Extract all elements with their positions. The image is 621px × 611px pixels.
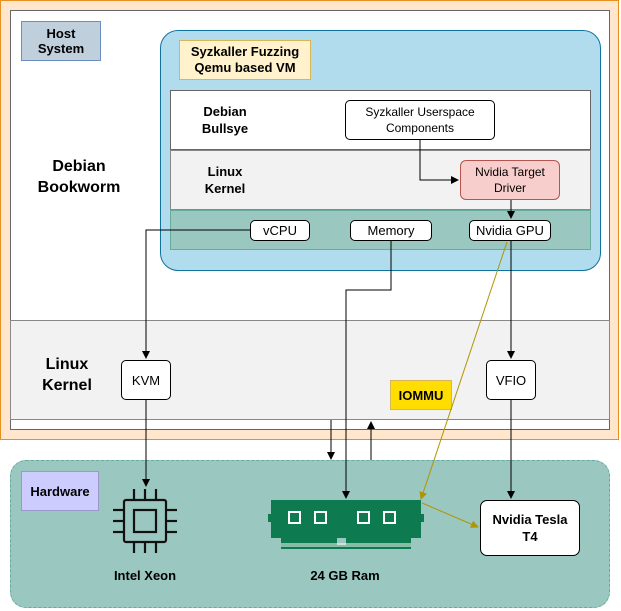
nvidia-gpu-box: Nvidia GPU xyxy=(469,220,551,241)
nvidia-tesla-t4-box: Nvidia Tesla T4 xyxy=(480,500,580,556)
host-system-label: Host System xyxy=(21,21,101,61)
nvidia-target-driver-box: Nvidia Target Driver xyxy=(460,160,560,200)
memory-box: Memory xyxy=(350,220,432,241)
nvidia-target-driver-text: Nvidia Target Driver xyxy=(475,165,545,195)
host-system-label-text: Host System xyxy=(37,26,85,56)
hardware-label: Hardware xyxy=(21,471,99,511)
host-kernel-label-text: Linux Kernel xyxy=(42,356,92,394)
syzkaller-userspace-box: Syzkaller Userspace Components xyxy=(345,100,495,140)
host-os-label: Debian Bookworm xyxy=(14,152,144,202)
vcpu-text: vCPU xyxy=(263,223,297,238)
vm-os-label-text: Debian Bullsye xyxy=(201,104,249,136)
kvm-box: KVM xyxy=(121,360,171,400)
nvidia-gpu-text: Nvidia GPU xyxy=(476,223,544,238)
vfio-box: VFIO xyxy=(486,360,536,400)
vm-label: Syzkaller Fuzzing Qemu based VM xyxy=(179,40,311,80)
syzkaller-userspace-text: Syzkaller Userspace Components xyxy=(365,105,475,135)
vfio-text: VFIO xyxy=(495,372,527,388)
iommu-text: IOMMU xyxy=(398,387,444,403)
iommu-box: IOMMU xyxy=(390,380,452,410)
vm-kernel-label: Linux Kernel xyxy=(185,162,265,198)
vm-label-text: Syzkaller Fuzzing Qemu based VM xyxy=(190,44,300,75)
vcpu-box: vCPU xyxy=(250,220,310,241)
host-kernel-label: Linux Kernel xyxy=(22,350,112,400)
cpu-caption: Intel Xeon xyxy=(95,565,195,585)
ram-caption: 24 GB Ram xyxy=(285,565,405,585)
host-os-label-text: Debian Bookworm xyxy=(37,158,121,196)
nvidia-tesla-t4-text: Nvidia Tesla T4 xyxy=(492,512,568,544)
kvm-text: KVM xyxy=(131,372,161,388)
memory-text: Memory xyxy=(367,223,415,238)
ram-caption-text: 24 GB Ram xyxy=(310,567,380,583)
vm-os-label: Debian Bullsye xyxy=(185,102,265,138)
cpu-caption-text: Intel Xeon xyxy=(113,567,177,583)
hardware-label-text: Hardware xyxy=(30,483,90,499)
vm-kernel-label-text: Linux Kernel xyxy=(204,164,246,196)
